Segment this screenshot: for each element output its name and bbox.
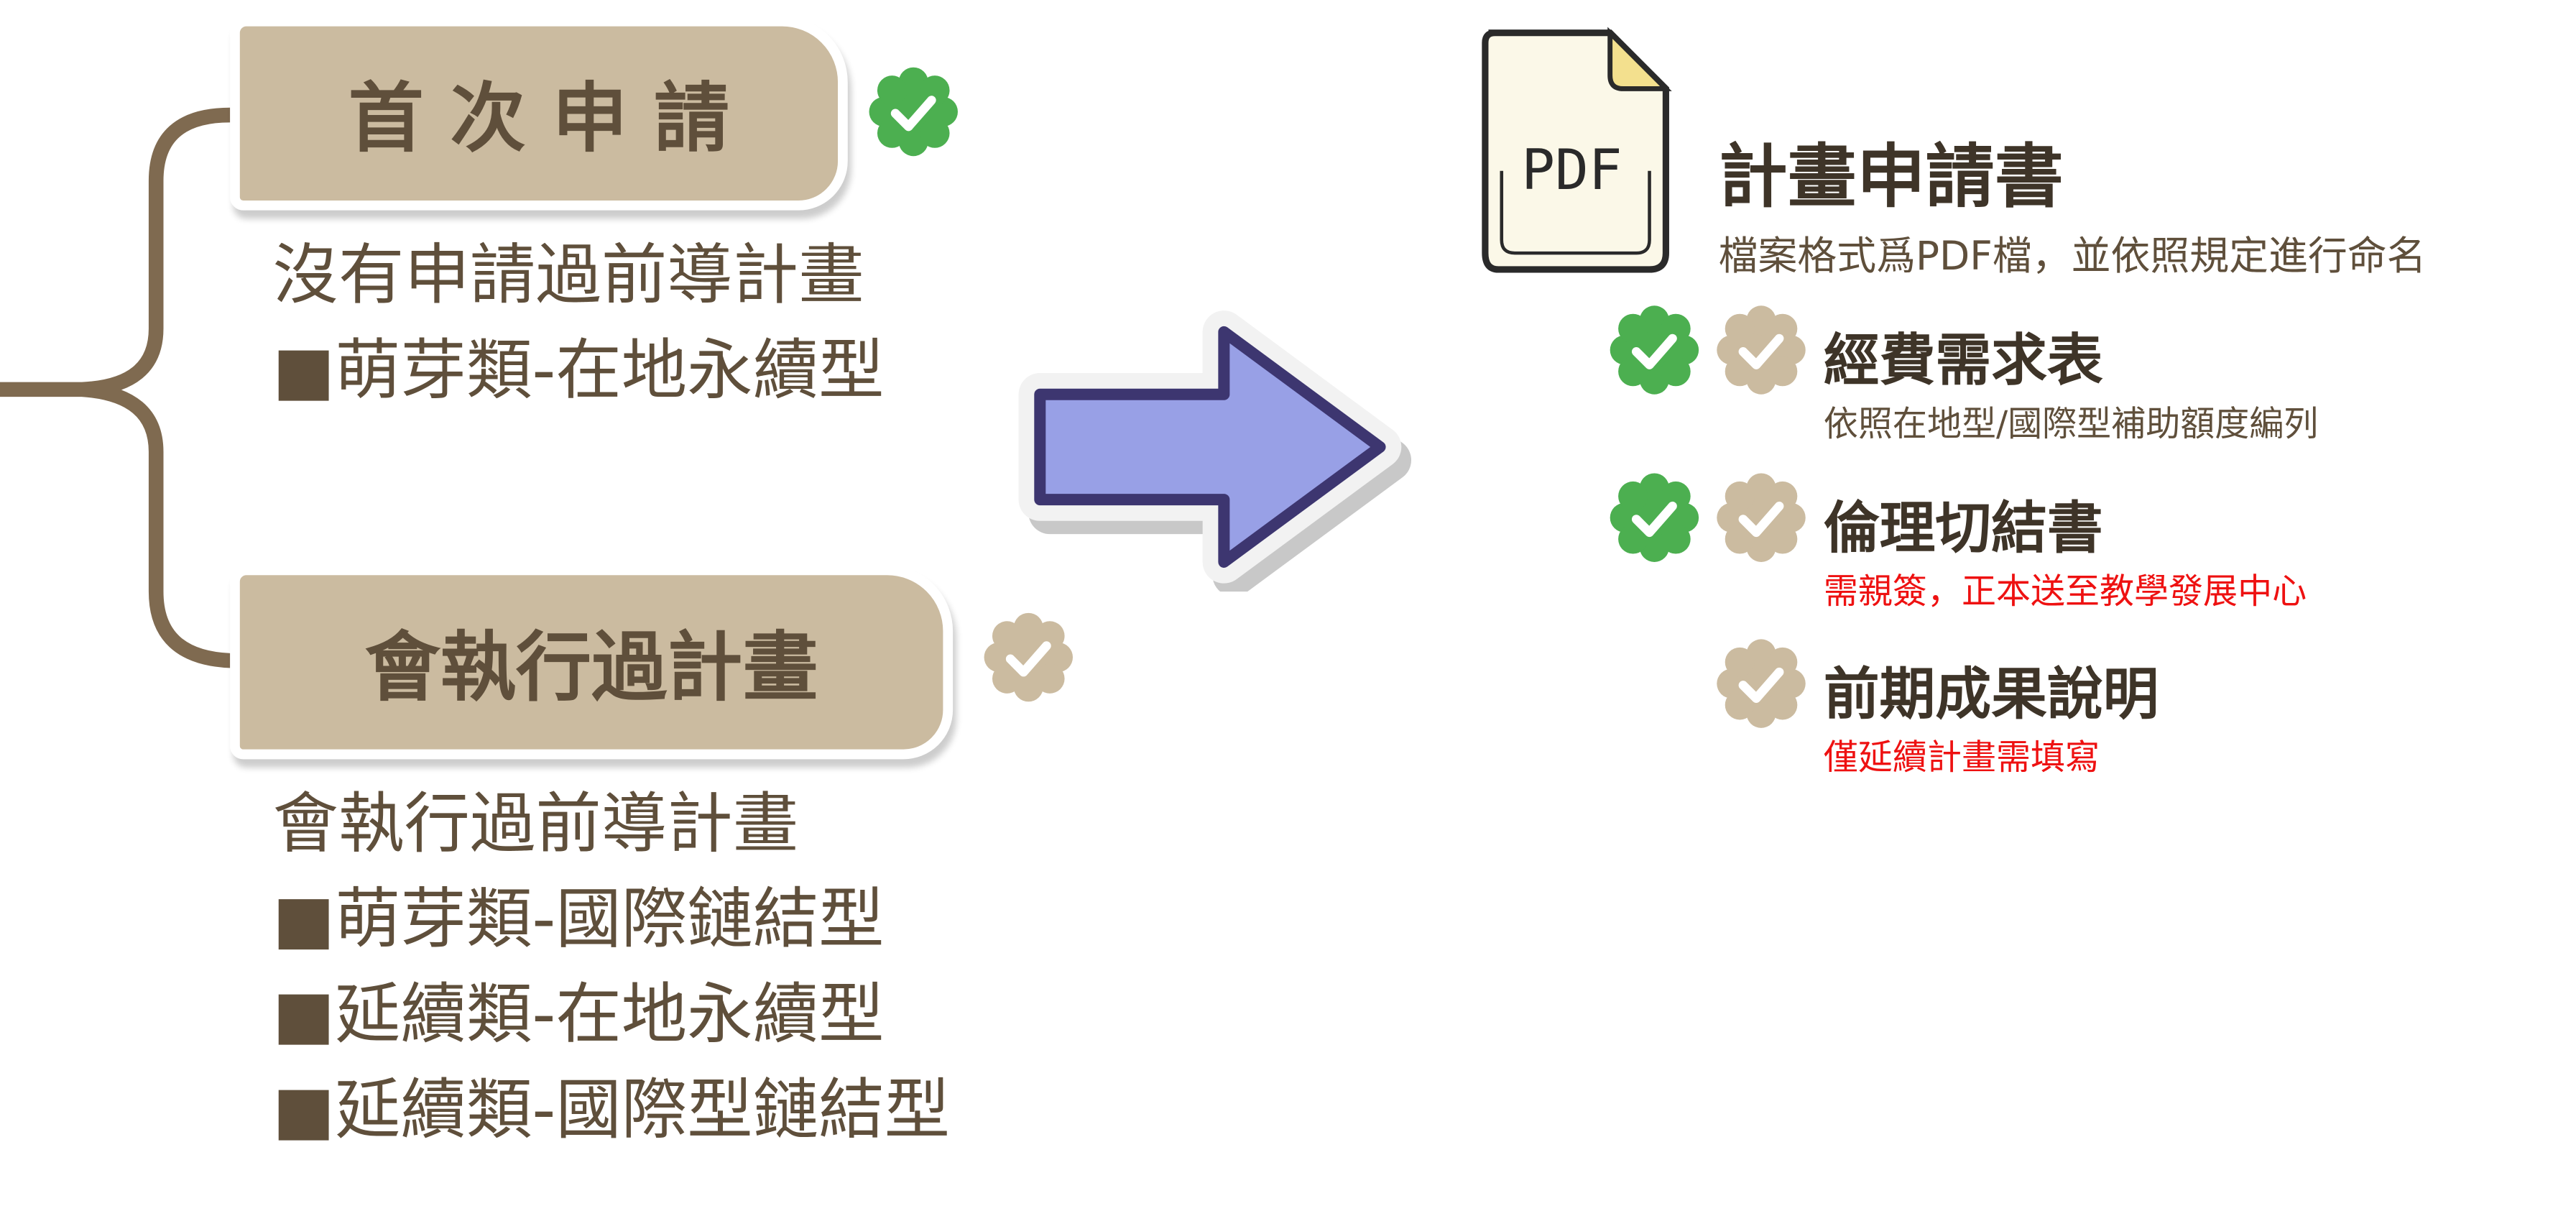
check-badge-green-icon bbox=[867, 65, 959, 157]
pdf-label: PDF bbox=[1521, 138, 1622, 204]
executed-tag: 會執行過計畫 bbox=[230, 565, 954, 760]
first-line-2: ■萌芽類-在地永續型 bbox=[272, 333, 885, 410]
executed-line-4: ■延續類-國際型鏈結型 bbox=[272, 1073, 951, 1149]
brace-connector bbox=[0, 107, 239, 668]
item-ethics-title: 倫理切結書 bbox=[1823, 496, 2103, 562]
check-badge-green-icon bbox=[1608, 304, 1700, 396]
first-line-1: 沒有申請過前導計畫 bbox=[272, 238, 864, 314]
item-results-title: 前期成果說明 bbox=[1823, 662, 2159, 728]
right-arrow-icon bbox=[1018, 310, 1412, 592]
document-subtitle: 檔案格式爲PDF檔，並依照規定進行命名 bbox=[1718, 233, 2427, 280]
document-title: 計畫申請書 bbox=[1718, 136, 2064, 217]
check-badge-tan-icon bbox=[1715, 471, 1807, 563]
check-badge-tan-icon bbox=[982, 612, 1074, 704]
executed-line-3: ■延續類-在地永續型 bbox=[272, 977, 885, 1054]
item-budget-note: 依照在地型/國際型補助額度編列 bbox=[1823, 404, 2319, 444]
executed-line-2: ■萌芽類-國際鏈結型 bbox=[272, 882, 885, 958]
check-badge-tan-icon bbox=[1715, 637, 1807, 729]
check-badge-green-icon bbox=[1608, 471, 1700, 563]
executed-line-1: 會執行過前導計畫 bbox=[272, 787, 799, 863]
check-badge-tan-icon bbox=[1715, 304, 1807, 396]
item-results-note: 僅延續計畫需填寫 bbox=[1823, 737, 2100, 778]
first-application-tag: 首 次 申 請 bbox=[230, 16, 848, 211]
item-ethics-note: 需親簽，正本送至教學發展中心 bbox=[1823, 571, 2307, 612]
pdf-file-icon bbox=[1482, 27, 1672, 273]
item-budget-title: 經費需求表 bbox=[1823, 328, 2103, 395]
